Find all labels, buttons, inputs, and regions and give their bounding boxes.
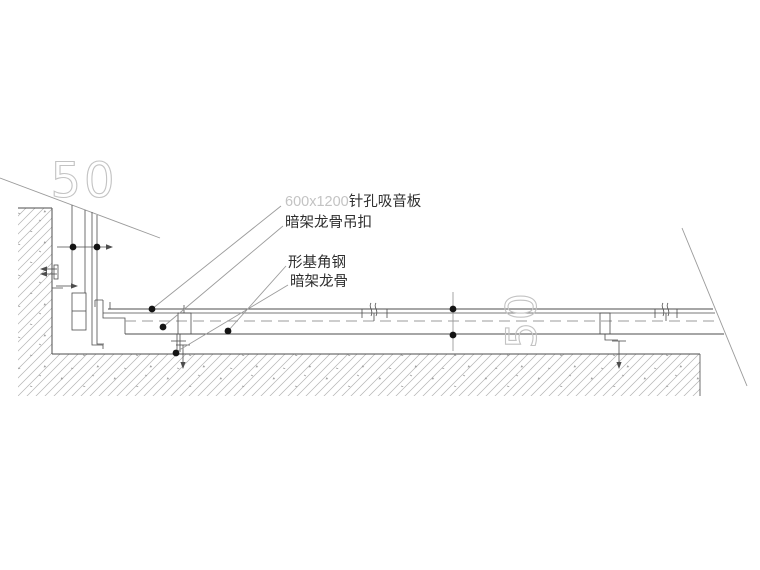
down-arrowhead bbox=[616, 362, 622, 369]
break-line-right bbox=[681, 227, 748, 387]
label-acoustic-panel: 600x1200针孔吸音板 bbox=[285, 192, 422, 210]
leader-hanger-clip bbox=[162, 225, 284, 328]
channel-box bbox=[71, 292, 87, 331]
down-arrowhead bbox=[180, 362, 186, 369]
right-arrowhead bbox=[71, 283, 78, 289]
keel-clip bbox=[177, 312, 192, 335]
right-arrowhead bbox=[106, 244, 113, 250]
leader-dot bbox=[148, 305, 156, 313]
annotation-labels: 600x1200针孔吸音板 暗架龙骨吊扣 形基角钢 暗架龙骨 bbox=[285, 192, 422, 290]
leader-keel bbox=[175, 284, 289, 353]
hanger-bend bbox=[604, 334, 618, 341]
channel-line bbox=[96, 215, 104, 345]
leader-dot bbox=[172, 349, 180, 357]
channel-dot bbox=[93, 243, 101, 251]
bracket-plate bbox=[53, 264, 59, 280]
section-dot bbox=[449, 305, 457, 313]
left-arrowhead bbox=[40, 266, 47, 272]
concrete-speck-fill bbox=[18, 208, 700, 396]
channel-line bbox=[91, 212, 104, 349]
leader-dot bbox=[159, 323, 167, 331]
panel-joint-symbol bbox=[654, 302, 678, 321]
dimension-texts: 50 50 bbox=[50, 152, 547, 349]
dim-panel-gap: 50 bbox=[497, 291, 546, 348]
label-concealed-keel: 暗架龙骨 bbox=[290, 273, 348, 290]
break-line-left bbox=[0, 177, 161, 239]
hanger-rod bbox=[176, 334, 181, 352]
break-lines bbox=[0, 177, 748, 387]
ceiling-panel-band bbox=[94, 292, 724, 351]
leader-angle-steel bbox=[227, 265, 287, 332]
section-dot bbox=[449, 331, 457, 339]
bracket-angle bbox=[51, 281, 63, 289]
keel-clip bbox=[599, 312, 611, 335]
dim-wall-gap: 50 bbox=[50, 153, 117, 209]
wall-channel-assembly bbox=[40, 205, 113, 349]
band-left-end-profile bbox=[94, 299, 126, 334]
panel-joint-symbol bbox=[361, 302, 388, 321]
leader-dot bbox=[224, 327, 232, 335]
left-arrowhead bbox=[40, 271, 47, 277]
label-angle-steel: 形基角钢 bbox=[288, 254, 346, 271]
label-panel-size: 600x1200 bbox=[285, 194, 349, 210]
channel-dot bbox=[69, 243, 77, 251]
label-hanger-clip: 暗架龙骨吊扣 bbox=[285, 214, 372, 231]
annotation-leaders bbox=[69, 205, 457, 357]
leader-panel bbox=[151, 205, 282, 310]
hanger-assemblies bbox=[171, 305, 626, 369]
structure-section bbox=[18, 207, 701, 396]
label-panel-name: 针孔吸音板 bbox=[349, 192, 422, 210]
